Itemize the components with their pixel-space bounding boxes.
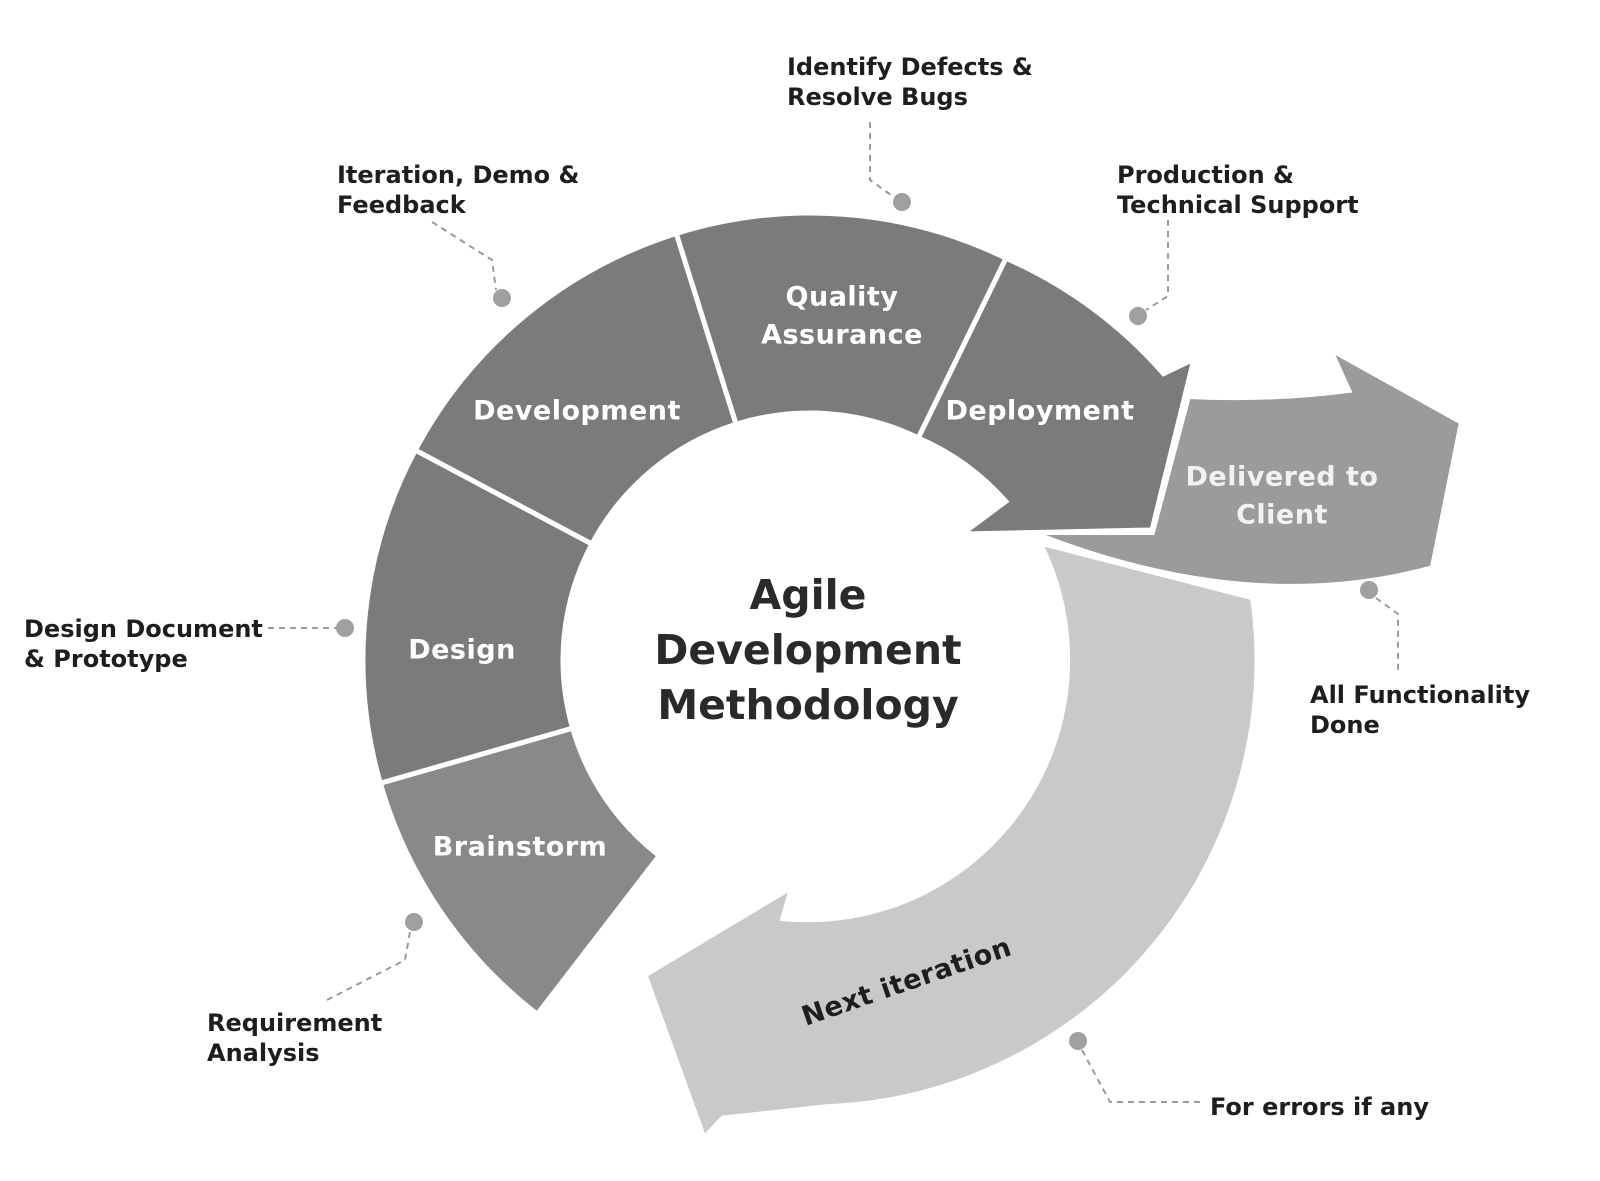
note-deployment-line2: Technical Support (1117, 191, 1359, 219)
leader-line-next-iteration (1081, 1049, 1200, 1103)
dot-delivered (1360, 581, 1378, 599)
brainstorm-label: Brainstorm (433, 832, 608, 863)
design-segment (360, 446, 596, 787)
note-qa-line1: Identify Defects & (787, 53, 1033, 81)
note-brainstorm-line1: Requirement (207, 1009, 382, 1037)
note-deployment-line1: Production & (1117, 161, 1294, 189)
leader-line-development (431, 221, 497, 291)
leader-line-deployment (1145, 220, 1169, 311)
note-next-iteration: For errors if any (1210, 1093, 1429, 1121)
title-line-3: Methodology (657, 681, 958, 729)
deployment-label: Deployment (945, 396, 1134, 427)
development-label: Development (473, 396, 681, 427)
delivered-label-line2: Client (1236, 500, 1328, 531)
quality-assurance-label: Quality (786, 282, 899, 313)
note-development-line1: Iteration, Demo & (337, 161, 579, 189)
next-iteration-arrow (641, 539, 1260, 1143)
dot-qa (893, 193, 911, 211)
design-label: Design (408, 635, 516, 666)
leader-line-delivered (1375, 597, 1399, 670)
leader-line-brainstorm (326, 931, 411, 1001)
note-qa-line2: Resolve Bugs (787, 83, 968, 111)
note-design-line1: Design Document (24, 615, 263, 643)
deployment-arrow-segment (914, 254, 1198, 537)
title-line-2: Development (654, 626, 961, 674)
note-development-line2: Feedback (337, 191, 467, 219)
brainstorm-segment (377, 725, 663, 1018)
note-design-line2: & Prototype (24, 645, 188, 673)
dot-development (493, 289, 511, 307)
dot-next-iteration (1069, 1032, 1087, 1050)
note-delivered-line2: Done (1310, 711, 1380, 739)
delivered-to-client-arrow (1028, 340, 1466, 594)
note-brainstorm-line2: Analysis (207, 1039, 320, 1067)
development-segment (411, 230, 740, 548)
dot-deployment (1129, 307, 1147, 325)
delivered-label: Delivered to (1186, 462, 1379, 493)
leader-line-qa (869, 122, 899, 201)
dot-design (336, 619, 354, 637)
quality-assurance-label-line2: Assurance (761, 320, 923, 351)
title-line-1: Agile (750, 571, 867, 619)
dot-brainstorm (405, 913, 423, 931)
quality-assurance-segment (673, 210, 1010, 442)
note-delivered-line1: All Functionality (1310, 681, 1530, 709)
